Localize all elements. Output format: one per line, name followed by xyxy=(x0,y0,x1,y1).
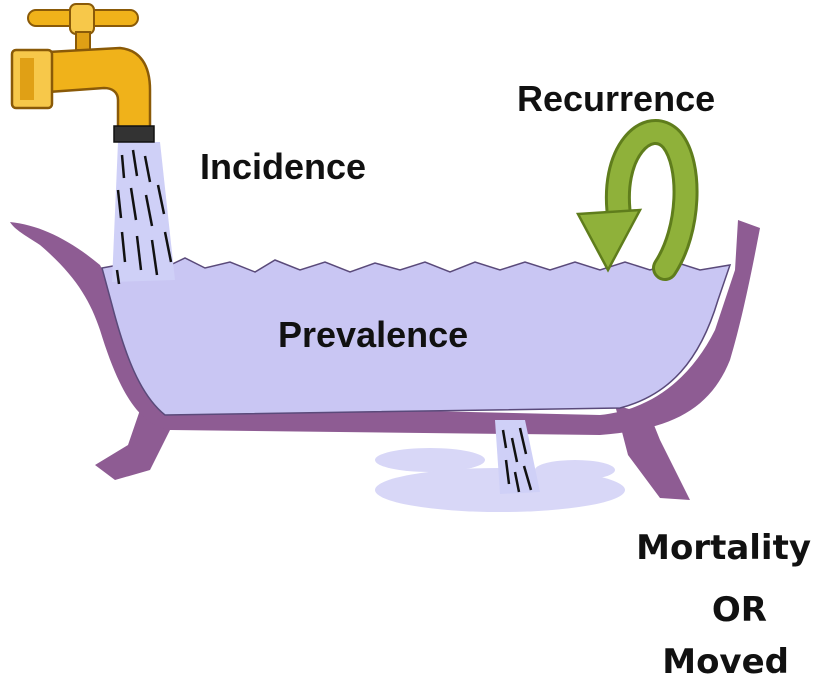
or-label: OR xyxy=(567,590,767,630)
faucet-icon xyxy=(12,4,154,142)
faucet-stream-icon xyxy=(112,142,175,284)
prevalence-label: Prevalence xyxy=(278,314,468,356)
moved-label: Moved xyxy=(589,642,789,682)
incidence-label: Incidence xyxy=(200,146,366,188)
recurrence-arrow-icon xyxy=(578,132,686,270)
mortality-label: Mortality xyxy=(611,528,811,568)
recurrence-label: Recurrence xyxy=(517,78,715,120)
